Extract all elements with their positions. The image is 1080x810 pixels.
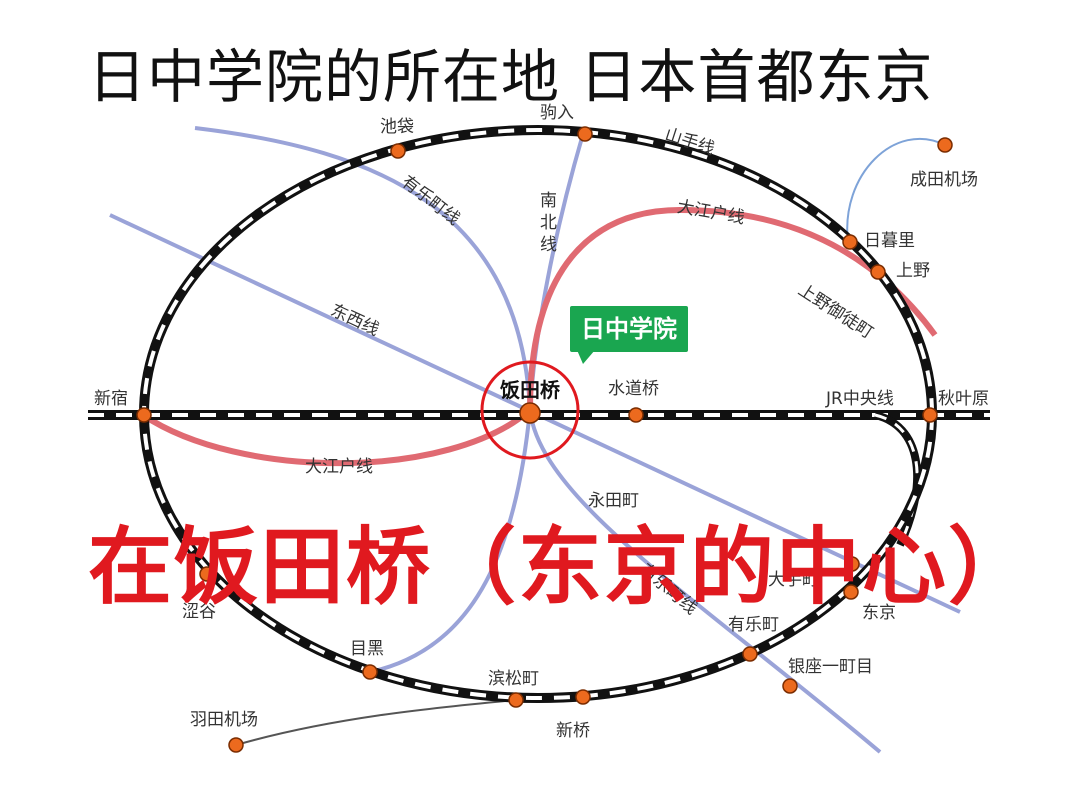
station-dot-nippori	[842, 234, 858, 250]
line-label-namboku: 南北线	[540, 191, 557, 255]
station-label-shinjuku: 新宿	[94, 389, 128, 409]
station-dot-otemachi	[844, 556, 860, 572]
chuo-branch	[873, 411, 922, 547]
station-dot-tokyo	[843, 584, 859, 600]
station-label-ginza: 银座一町目	[788, 657, 873, 677]
station-label-ueno: 上野	[896, 261, 930, 281]
station-label-shibuya: 涩谷	[182, 602, 216, 622]
page-title: 日中学院的所在地 日本首都东京	[88, 43, 934, 111]
station-label-iidabashi: 饭田桥	[500, 378, 560, 402]
iidabashi-highlight-ring	[480, 360, 580, 460]
station-label-narita: 成田机场	[910, 170, 978, 190]
school-badge: 日中学院	[570, 306, 688, 352]
line-label-oedo-bottom: 大江户线	[305, 457, 373, 477]
station-label-tokyo: 东京	[862, 603, 896, 623]
station-dot-shimbashi	[575, 689, 591, 705]
location-slogan: 在饭田桥（东京的中心）	[88, 518, 1035, 616]
narita-link	[846, 138, 946, 243]
station-label-haneda: 羽田机场	[190, 710, 258, 730]
station-dot-shibuya	[199, 566, 215, 582]
station-label-komagome: 驹入	[540, 103, 574, 123]
station-dot-akihabara	[922, 407, 938, 423]
station-dot-iidabashi	[519, 402, 541, 424]
station-label-hamamatsucho: 滨松町	[488, 669, 539, 689]
station-label-shimbashi: 新桥	[556, 721, 590, 741]
station-dot-hamamatsucho	[508, 692, 524, 708]
line-label-jr-chuo: JR中央线	[826, 389, 894, 409]
station-dot-yurakucho	[742, 646, 758, 662]
station-dot-suidobashi	[628, 407, 644, 423]
station-label-meguro: 目黑	[350, 639, 384, 659]
station-dot-meguro	[362, 664, 378, 680]
station-dot-ikebukuro	[390, 143, 406, 159]
station-label-ikebukuro: 池袋	[380, 117, 414, 137]
station-dot-ueno	[870, 264, 886, 280]
station-label-nippori: 日暮里	[864, 231, 915, 251]
station-dot-narita	[937, 137, 953, 153]
station-dots	[136, 126, 953, 753]
station-label-otemachi: 大手町	[768, 570, 819, 590]
station-dot-ginza	[782, 678, 798, 694]
station-label-nagatacho: 永田町	[588, 491, 639, 511]
haneda-link	[235, 699, 516, 746]
station-dot-shinjuku	[136, 407, 152, 423]
station-label-yurakucho: 有乐町	[728, 615, 779, 635]
school-badge-pointer	[577, 350, 595, 364]
station-label-suidobashi: 水道桥	[608, 379, 659, 399]
station-dot-haneda	[228, 737, 244, 753]
station-label-akihabara: 秋叶原	[938, 389, 989, 409]
oedo-line-lower	[141, 407, 532, 467]
station-dot-komagome	[577, 126, 593, 142]
